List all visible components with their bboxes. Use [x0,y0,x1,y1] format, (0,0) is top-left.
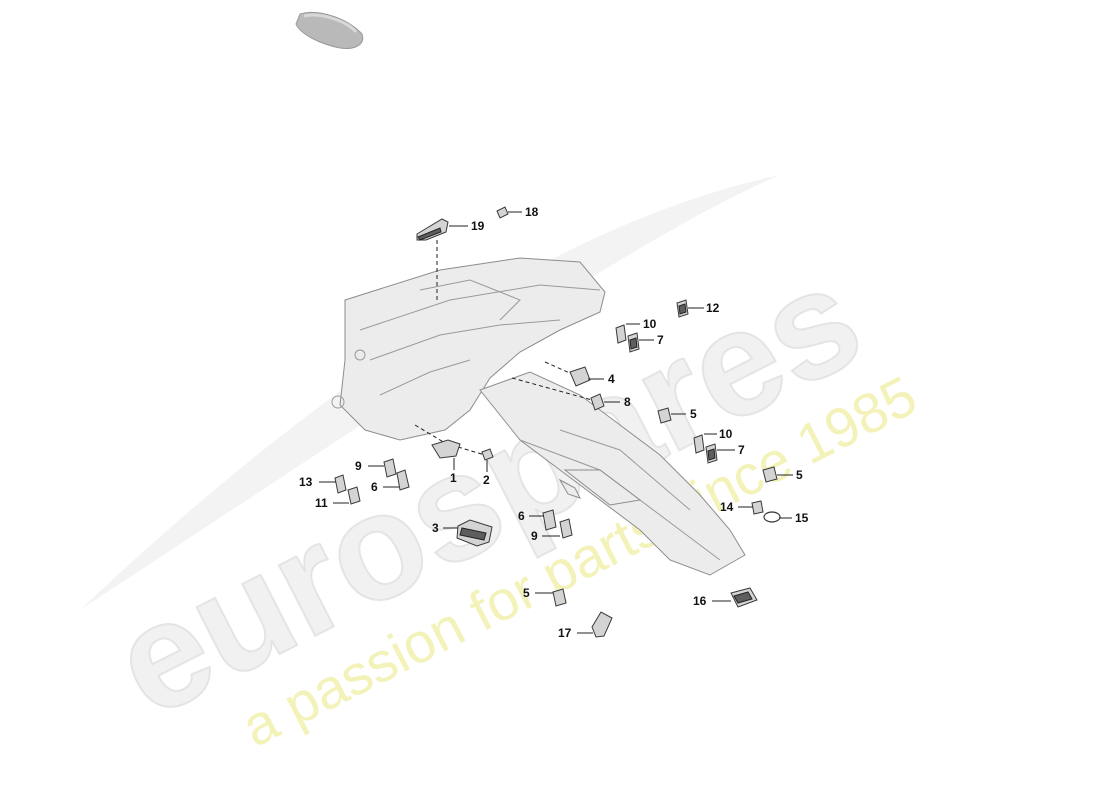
part-6-switch-left[interactable] [396,469,410,491]
part-4-control-unit[interactable] [569,366,591,387]
part-15-seal-ring[interactable] [763,511,781,523]
callout-4[interactable]: 4 [608,372,615,386]
callout-6-mid[interactable]: 6 [518,509,525,523]
callout-17[interactable]: 17 [558,626,572,640]
callout-2[interactable]: 2 [483,473,490,487]
part-19-trim[interactable] [416,218,449,241]
part-10-switch-lower[interactable] [693,434,705,454]
callout-18[interactable]: 18 [525,205,539,219]
part-5-switch-b[interactable] [762,466,778,483]
part-2-sensor[interactable] [481,448,494,461]
part-6-switch-mid[interactable] [542,509,557,531]
callout-8[interactable]: 8 [624,395,631,409]
part-3-control-panel[interactable] [456,519,493,547]
part-16-switch-block[interactable] [730,587,758,608]
guide-4 [544,361,573,375]
callout-7-lower[interactable]: 7 [738,443,745,457]
callout-3[interactable]: 3 [432,521,439,535]
guide-2 [457,446,486,456]
callout-10-upper[interactable]: 10 [643,317,657,331]
callout-12[interactable]: 12 [706,301,720,315]
part-7-switch-lower[interactable] [705,443,718,464]
part-9-switch-left[interactable] [383,458,397,478]
part-13-switch[interactable] [334,474,347,494]
part-17-connector[interactable] [591,611,613,638]
guide-lines [414,240,593,456]
callout-11[interactable]: 11 [315,496,328,510]
callout-15[interactable]: 15 [795,511,809,525]
callout-9-mid[interactable]: 9 [531,529,538,543]
part-18-clip[interactable] [496,206,509,219]
callout-16[interactable]: 16 [693,594,707,608]
callout-10-lower[interactable]: 10 [719,427,733,441]
callout-1[interactable]: 1 [450,471,457,485]
leader-lines [319,211,793,634]
part-9-switch-mid[interactable] [559,518,573,539]
callout-9-left[interactable]: 9 [355,459,362,473]
part-8-knob[interactable] [590,393,605,411]
callout-7-upper[interactable]: 7 [657,333,664,347]
part-5-switch-a[interactable] [657,407,672,424]
part-10-switch-upper[interactable] [615,324,627,344]
part-7-switch-upper[interactable] [627,332,640,353]
thumbnail-image[interactable] [295,11,364,49]
callout-5-b[interactable]: 5 [796,468,803,482]
part-12-switch[interactable] [676,299,689,318]
part-14-connector[interactable] [751,500,764,515]
callout-13[interactable]: 13 [299,475,313,489]
callout-5-c[interactable]: 5 [523,586,530,600]
part-5-switch-c[interactable] [552,588,567,607]
part-11-switch[interactable] [347,486,361,505]
part-1-actuator[interactable] [431,439,461,459]
guide-1 [414,424,446,444]
callouts: 19 18 12 10 7 4 8 5 10 7 5 1 2 9 6 13 11… [299,205,809,640]
callout-6-left[interactable]: 6 [371,480,378,494]
callout-14[interactable]: 14 [720,500,734,514]
callout-19[interactable]: 19 [471,219,485,233]
callout-5-a[interactable]: 5 [690,407,697,421]
